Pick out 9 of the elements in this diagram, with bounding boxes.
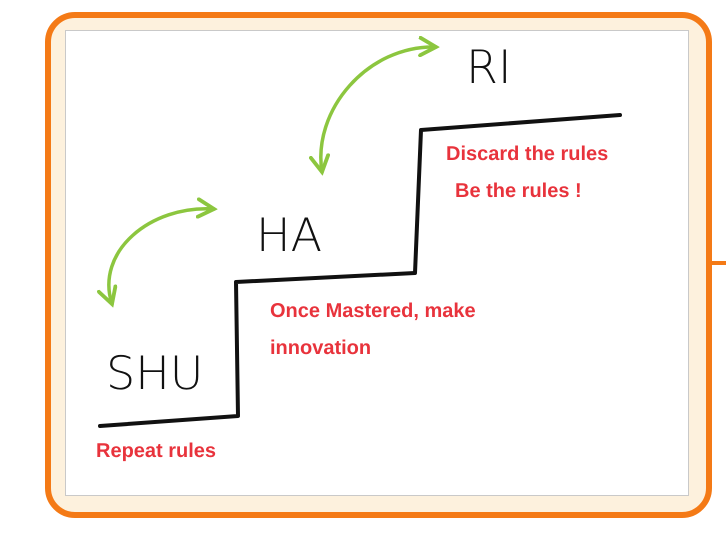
step-label: RI <box>466 44 512 90</box>
step-label: HA <box>256 212 322 258</box>
step-label: SHU <box>106 350 204 396</box>
annotation-text: Be the rules ! <box>455 179 583 204</box>
annotation-text: Discard the rules <box>446 142 610 167</box>
curved-arrow <box>310 37 438 174</box>
annotation-text: Once Mastered, make innovation <box>270 299 477 361</box>
curved-arrow <box>98 198 216 306</box>
annotation-text: Repeat rules <box>96 439 218 464</box>
